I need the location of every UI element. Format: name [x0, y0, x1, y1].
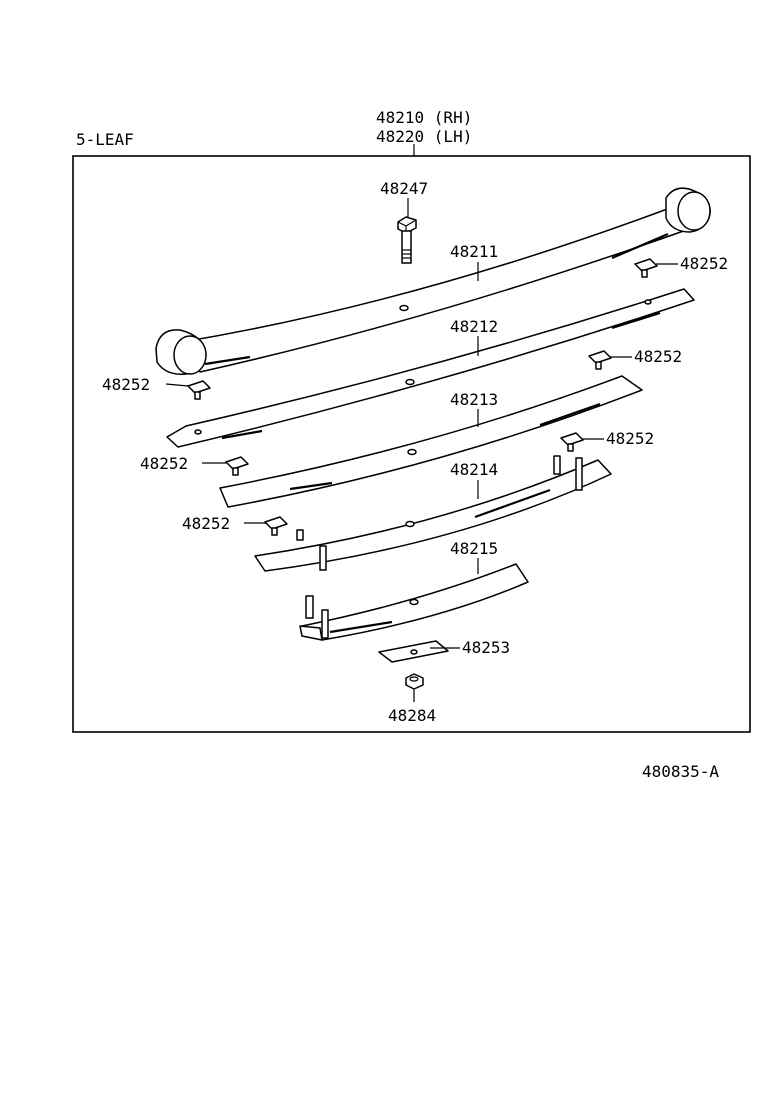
clip-label-right-3: 48252 — [606, 429, 654, 448]
variant-label: 5-LEAF — [76, 130, 134, 149]
leaf2-icon — [166, 288, 695, 448]
diagram-frame — [72, 155, 751, 733]
clip-label-left-3: 48252 — [182, 514, 230, 533]
plate-label: 48253 — [462, 638, 510, 657]
clip-leader — [165, 383, 189, 387]
clip-icon — [187, 380, 211, 400]
main-leaf-icon — [155, 187, 711, 375]
assembly-lh-label: 48220 (LH) — [376, 127, 472, 146]
leaf2-label: 48212 — [450, 317, 498, 336]
leaf5-label: 48215 — [450, 539, 498, 558]
leaf1-label: 48211 — [450, 242, 498, 261]
leaf3-icon — [219, 375, 643, 508]
leaf3-label: 48213 — [450, 390, 498, 409]
clip-icon — [225, 456, 249, 476]
clip-label-left-2: 48252 — [140, 454, 188, 473]
assembly-rh-label: 48210 (RH) — [376, 108, 472, 127]
clip-icon — [588, 350, 612, 370]
leaf5-icon — [299, 563, 529, 641]
clip-icon — [560, 432, 584, 452]
nut-label: 48284 — [388, 706, 436, 725]
nut-icon — [405, 673, 424, 690]
leaf4-label: 48214 — [450, 460, 498, 479]
leaf4-icon — [254, 455, 612, 572]
bolt-label: 48247 — [380, 179, 428, 198]
clip-label-left-1: 48252 — [102, 375, 150, 394]
spacer-plate-icon — [378, 640, 449, 663]
clip-label-right-2: 48252 — [634, 347, 682, 366]
clip-icon — [264, 516, 288, 536]
diagram-code: 480835-A — [642, 762, 719, 781]
center-bolt-icon — [397, 216, 417, 264]
clip-icon — [634, 258, 658, 278]
clip-label-right-top: 48252 — [680, 254, 728, 273]
